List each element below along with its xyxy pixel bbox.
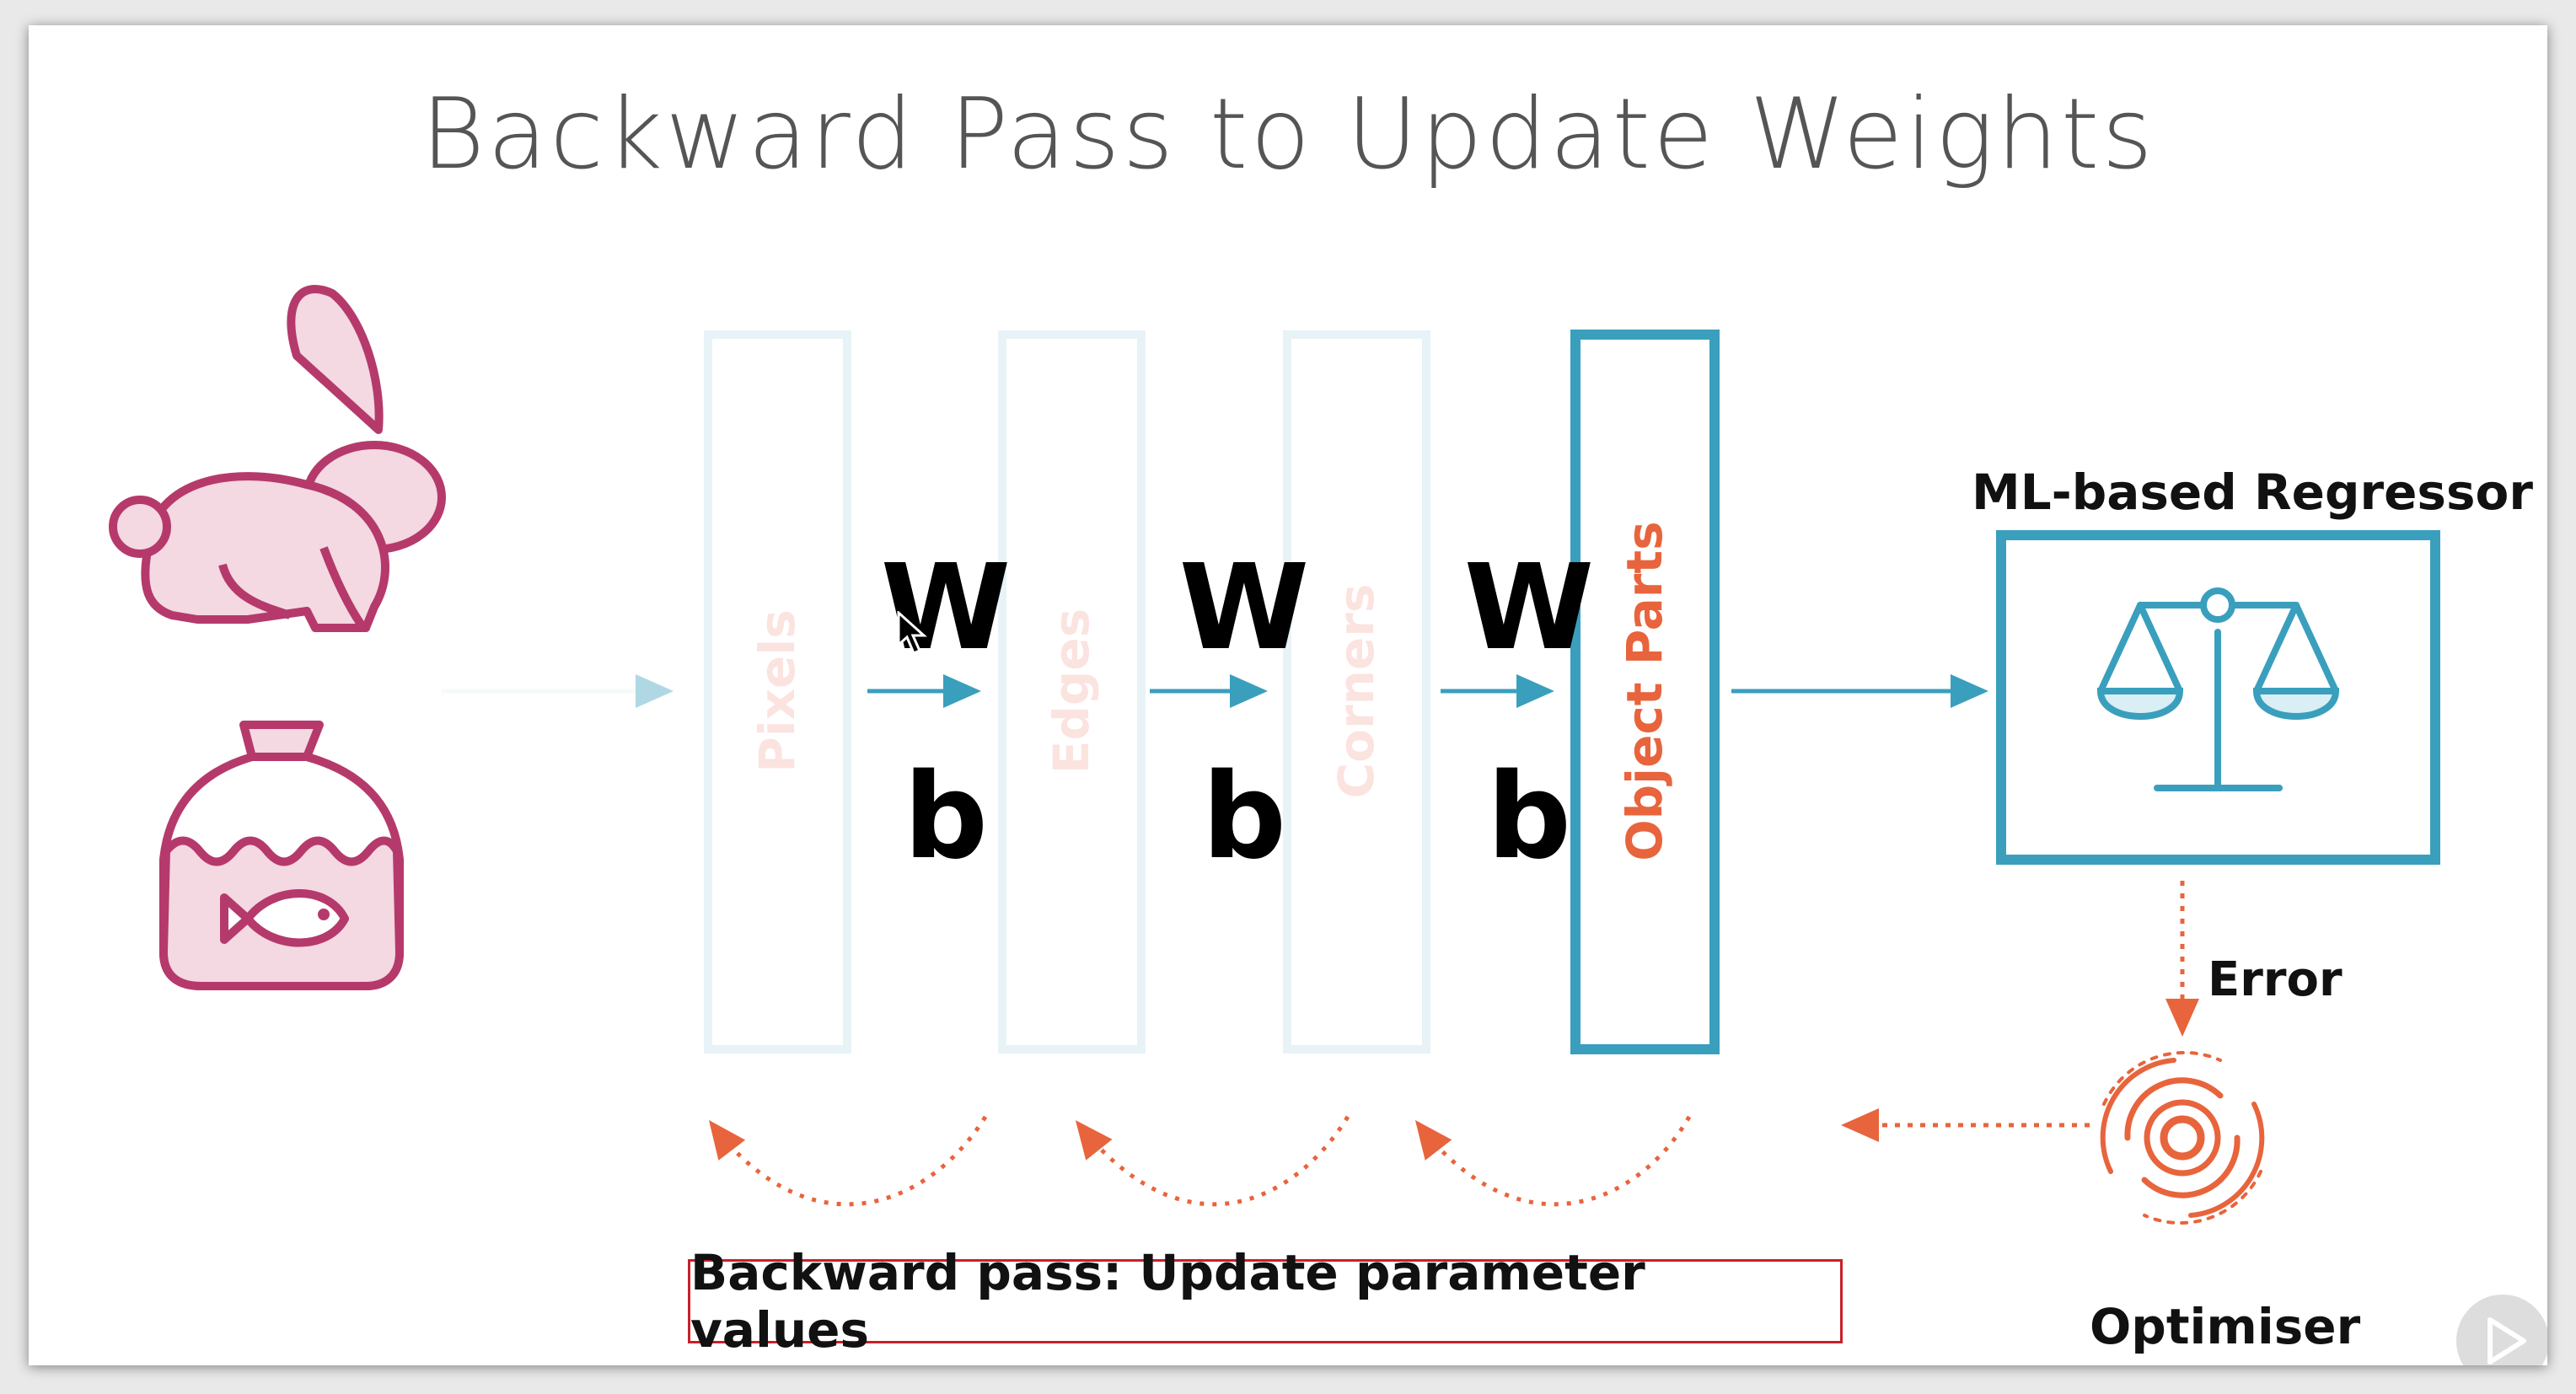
layer-box-pixels bbox=[704, 330, 851, 1054]
backward-arrow-1 bbox=[708, 1115, 988, 1207]
layer-label-corners: Corners bbox=[1328, 583, 1385, 799]
fish-in-bag-icon bbox=[159, 721, 404, 990]
weight-label-3: W bbox=[1463, 539, 1595, 677]
rabbit-icon bbox=[109, 285, 446, 632]
play-button[interactable] bbox=[2456, 1295, 2547, 1365]
caption-text: Backward pass: Update parameter values bbox=[690, 1244, 1645, 1359]
optimiser-label: Optimiser bbox=[2090, 1298, 2361, 1355]
caption-box: Backward pass: Update parameter values bbox=[688, 1244, 1843, 1359]
weight-label-1: W bbox=[880, 539, 1012, 677]
layer-box-object-parts bbox=[1570, 330, 1720, 1054]
backward-arrow-2 bbox=[1075, 1115, 1350, 1207]
bias-label-1: b bbox=[903, 748, 989, 886]
play-icon bbox=[2487, 1317, 2526, 1365]
slide: Backward Pass to Update Weights Pixels E… bbox=[29, 25, 2547, 1365]
layer-label-edges: Edges bbox=[1043, 608, 1100, 775]
layer-label-pixels: Pixels bbox=[749, 609, 806, 773]
layer-box-edges bbox=[998, 330, 1146, 1054]
regressor-heading: ML-based Regressor bbox=[1972, 464, 2533, 521]
slide-title: Backward Pass to Update Weights bbox=[421, 78, 2155, 191]
regressor-box bbox=[1996, 530, 2440, 865]
mouse-cursor-icon bbox=[897, 609, 931, 662]
bias-label-2: b bbox=[1201, 748, 1287, 886]
layer-label-object-parts: Object Parts bbox=[1616, 521, 1673, 861]
diagram-canvas bbox=[109, 285, 2440, 1225]
balance-scale-icon bbox=[2096, 587, 2340, 791]
layer-box-corners bbox=[1283, 330, 1430, 1054]
error-label: Error bbox=[2208, 952, 2343, 1007]
spiral-icon bbox=[2100, 1050, 2265, 1225]
weight-label-2: W bbox=[1178, 539, 1310, 677]
bias-label-3: b bbox=[1486, 748, 1572, 886]
backward-arrow-3 bbox=[1414, 1115, 1692, 1207]
